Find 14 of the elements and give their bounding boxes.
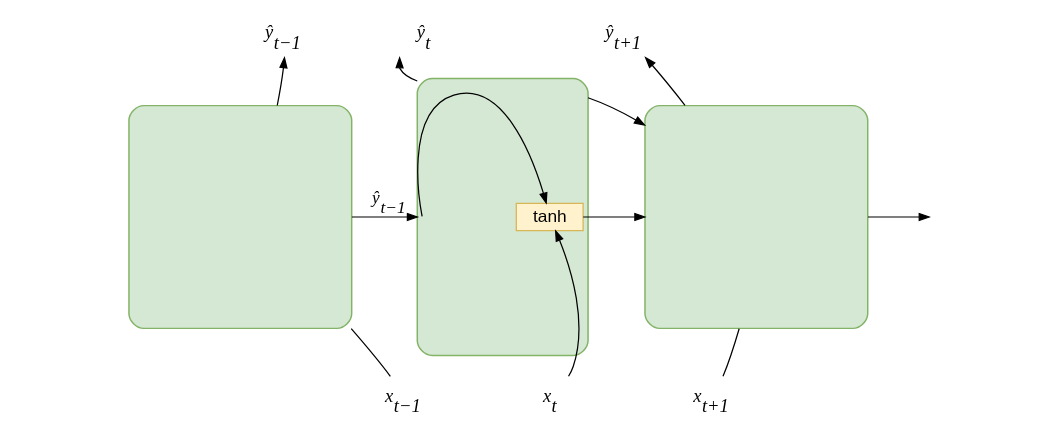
arrow xyxy=(587,97,647,127)
arrow xyxy=(554,229,580,377)
arrow xyxy=(867,212,931,222)
node-box: tanh xyxy=(515,202,584,232)
arrow xyxy=(582,212,647,222)
node-box xyxy=(128,104,353,330)
arrow xyxy=(395,55,418,82)
connector xyxy=(722,328,740,377)
node-box xyxy=(644,104,869,330)
arrow xyxy=(351,212,420,222)
connector xyxy=(350,328,391,377)
arrow xyxy=(644,56,686,106)
arrow xyxy=(276,55,288,106)
arrow xyxy=(417,92,548,217)
